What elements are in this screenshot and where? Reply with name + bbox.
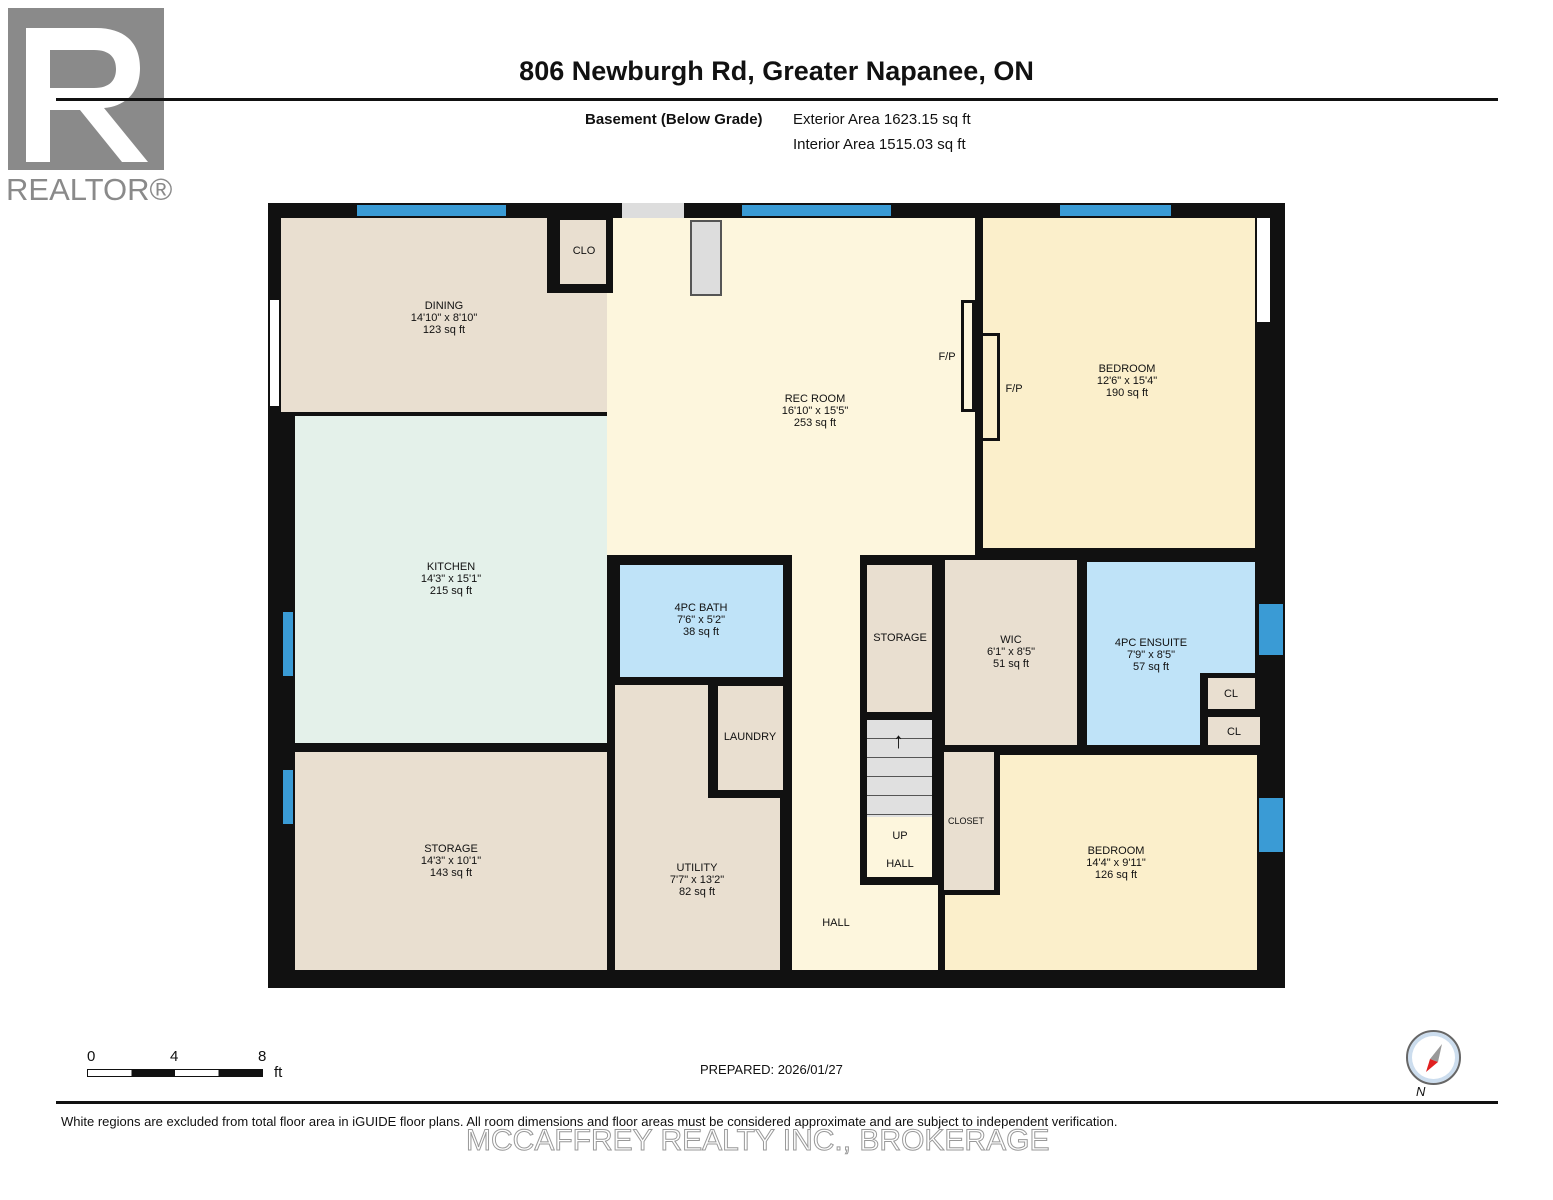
scale-unit: ft	[274, 1064, 283, 1081]
realtor-logo	[8, 8, 164, 170]
label-fp-1: F/P	[938, 351, 956, 363]
prepared-date: PREPARED: 2026/01/27	[700, 1062, 843, 1077]
side-door-opening	[268, 298, 281, 408]
bedroom-1	[983, 218, 1255, 548]
laundry-room	[718, 686, 783, 790]
bedroom-2-entry	[945, 895, 1000, 970]
window	[355, 203, 508, 218]
cl-closet-1	[1208, 678, 1255, 709]
label-clo: CLO	[572, 245, 596, 257]
label-hall-small: HALL	[886, 858, 914, 870]
bedroom-2	[1000, 755, 1257, 970]
stairs-up-arrow-icon: ↑	[893, 728, 904, 753]
window	[1058, 203, 1173, 218]
window	[1257, 796, 1285, 854]
footer-divider	[56, 1101, 1498, 1104]
wall	[295, 743, 610, 752]
scale-bar	[87, 1069, 263, 1077]
wall	[975, 548, 1255, 558]
interior-area: Interior Area 1515.03 sq ft	[793, 136, 966, 153]
white-alcove	[1255, 218, 1270, 322]
storage-room	[295, 752, 607, 970]
storage-closet	[867, 565, 932, 712]
disclaimer: White regions are excluded from total fl…	[61, 1114, 1118, 1129]
label-hall: HALL	[822, 917, 850, 929]
window	[1257, 602, 1285, 657]
exterior-door-opening	[622, 203, 684, 218]
label-laundry: LAUNDRY	[723, 731, 777, 743]
fireplace-2	[980, 333, 1000, 441]
exterior-area: Exterior Area 1623.15 sq ft	[793, 111, 971, 128]
wall	[975, 218, 983, 558]
closet-room	[944, 752, 994, 890]
stairs	[867, 720, 932, 817]
label-closet: CLOSET	[947, 816, 985, 826]
page-title: 806 Newburgh Rd, Greater Napanee, ON	[519, 56, 1034, 86]
label-cl-1: CL	[1223, 688, 1239, 700]
4pc-bath	[620, 565, 783, 677]
watermark: MCCAFFREY REALTY INC., BROKERAGE	[465, 1124, 1050, 1158]
label-fp-2: F/P	[1005, 383, 1023, 395]
compass-north: N	[1416, 1084, 1426, 1099]
scale-4: 4	[170, 1048, 179, 1065]
cl-closet-2	[1208, 717, 1260, 745]
label-up: UP	[892, 830, 908, 842]
realtor-r-icon	[26, 28, 148, 162]
clo-room	[560, 220, 606, 284]
level-label: Basement (Below Grade)	[585, 111, 763, 128]
window	[281, 610, 295, 678]
label-storage-small: STORAGE	[873, 632, 927, 644]
scale-0: 0	[87, 1048, 96, 1065]
wic	[945, 560, 1077, 745]
label-cl-2: CL	[1226, 726, 1242, 738]
realtor-logo-text: REALTOR®	[6, 172, 173, 207]
stair-landing	[867, 817, 932, 877]
window	[740, 203, 893, 218]
fireplace-1	[961, 300, 975, 412]
compass-icon	[1406, 1030, 1461, 1085]
kitchen	[295, 416, 607, 743]
scale-8: 8	[258, 1048, 267, 1065]
window	[281, 768, 295, 826]
fireplace-chimney	[690, 220, 722, 296]
header-divider	[56, 98, 1498, 101]
